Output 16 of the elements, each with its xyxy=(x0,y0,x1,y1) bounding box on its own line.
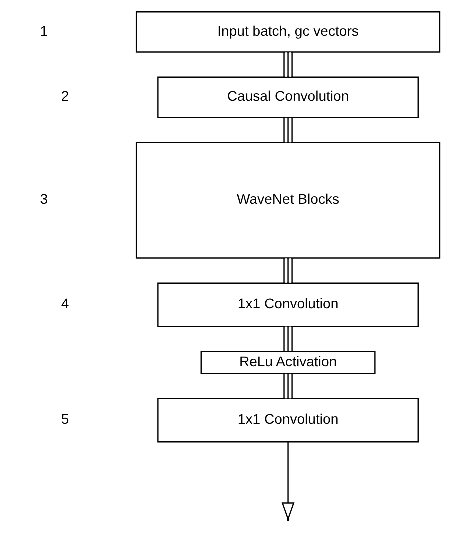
node-box: 1x1 Convolution xyxy=(157,398,418,443)
connector xyxy=(283,326,292,352)
label: 1 xyxy=(40,22,48,39)
label: 3 xyxy=(40,191,48,208)
node-box: 1x1 Convolution xyxy=(157,282,418,328)
connector xyxy=(283,52,292,78)
label: 2 xyxy=(60,88,69,104)
node-box: WaveNet Blocks xyxy=(135,142,440,259)
node-box: ReLu Activation xyxy=(200,351,376,374)
label: 5 xyxy=(60,411,69,428)
label: 4 xyxy=(60,296,69,312)
connector xyxy=(283,258,292,284)
node-box: Causal Convolution xyxy=(157,76,418,118)
connector xyxy=(283,118,292,143)
connector xyxy=(283,374,292,399)
node-box: Input batch, gc vectors xyxy=(135,12,440,53)
